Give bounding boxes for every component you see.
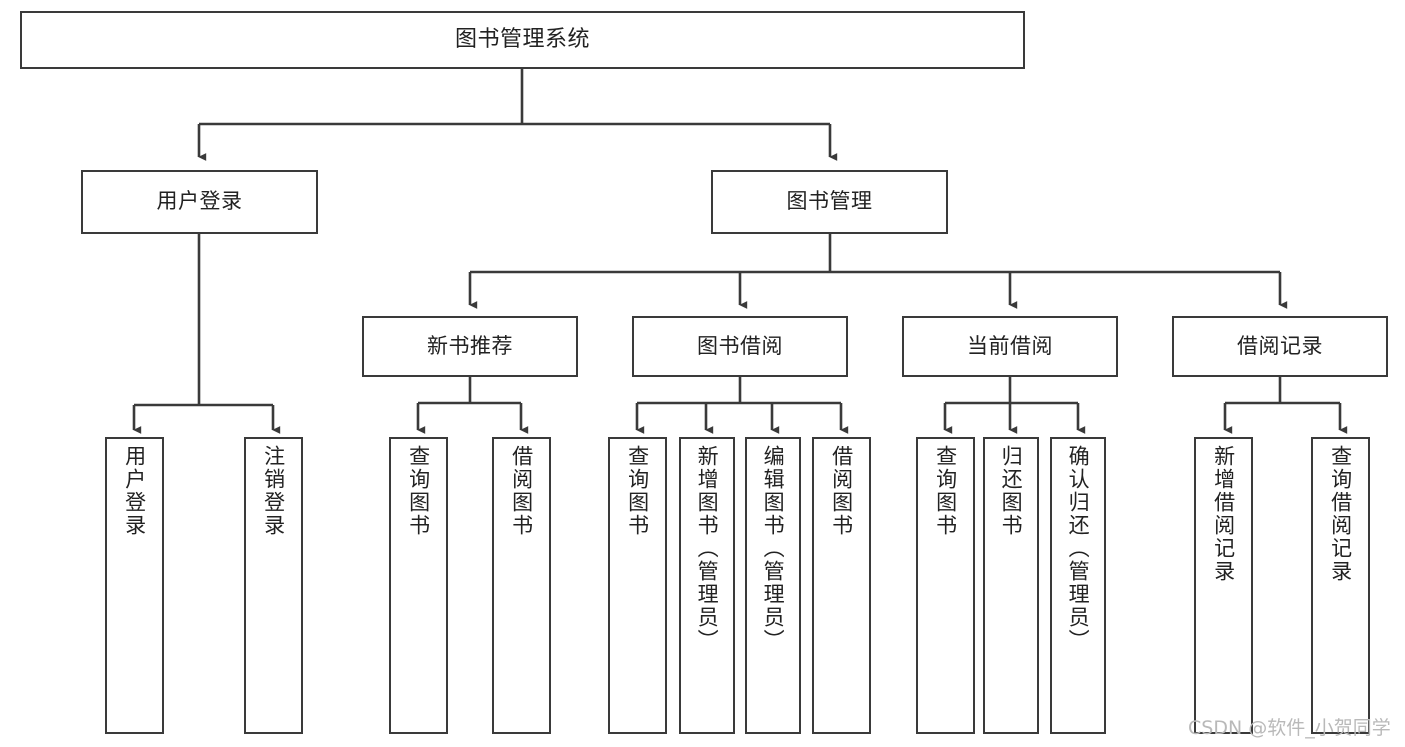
node-book-borrow[interactable]: 图书借阅	[632, 316, 848, 377]
edges-current-borrow-to-leaves	[943, 377, 1086, 434]
node-label: 用户登录	[122, 445, 147, 537]
leaf-user-login-login[interactable]: 用户登录	[105, 437, 164, 734]
leaf-new-book-borrow[interactable]: 借阅图书	[492, 437, 551, 734]
leaf-borrow-record-query[interactable]: 查询借阅记录	[1311, 437, 1370, 734]
node-label: 图书借阅	[697, 333, 783, 358]
node-label: 确认归还（管理员）	[1066, 445, 1091, 652]
node-user-login[interactable]: 用户登录	[81, 170, 318, 234]
node-label: 当前借阅	[967, 333, 1053, 358]
leaf-current-borrow-query[interactable]: 查询图书	[916, 437, 975, 734]
edges-book-mgmt-to-level3	[468, 234, 1288, 309]
node-book-management[interactable]: 图书管理	[711, 170, 948, 234]
node-label: 查询图书	[933, 445, 958, 537]
node-root-library-system[interactable]: 图书管理系统	[20, 11, 1025, 69]
node-label: 借阅图书	[509, 445, 534, 537]
edges-borrow-record-to-leaves	[1223, 377, 1348, 434]
edges-user-login-to-leaves	[132, 234, 281, 434]
node-label: 查询借阅记录	[1328, 445, 1353, 583]
leaf-book-borrow-add[interactable]: 新增图书（管理员）	[679, 437, 735, 734]
node-label: 归还图书	[999, 445, 1024, 537]
leaf-book-borrow-borrow[interactable]: 借阅图书	[812, 437, 871, 734]
node-label: 图书管理系统	[454, 26, 590, 52]
edges-book-borrow-to-leaves	[635, 377, 849, 434]
node-new-book-recommend[interactable]: 新书推荐	[362, 316, 578, 377]
leaf-borrow-record-add[interactable]: 新增借阅记录	[1194, 437, 1253, 734]
leaf-current-borrow-confirm[interactable]: 确认归还（管理员）	[1050, 437, 1106, 734]
edges-new-book-to-leaves	[416, 377, 529, 434]
node-label: 编辑图书（管理员）	[761, 445, 786, 652]
node-label: 注销登录	[261, 445, 286, 537]
node-label: 新增图书（管理员）	[695, 445, 720, 652]
node-borrow-record[interactable]: 借阅记录	[1172, 316, 1388, 377]
leaf-book-borrow-query[interactable]: 查询图书	[608, 437, 667, 734]
node-label: 查询图书	[625, 445, 650, 537]
watermark-text: CSDN @软件_小贺同学	[1188, 717, 1391, 739]
node-label: 查询图书	[406, 445, 431, 537]
leaf-current-borrow-return[interactable]: 归还图书	[983, 437, 1039, 734]
node-label: 新增借阅记录	[1211, 445, 1236, 583]
node-label: 新书推荐	[427, 333, 513, 358]
node-current-borrow[interactable]: 当前借阅	[902, 316, 1118, 377]
edges-root-to-level2	[197, 69, 838, 161]
node-label: 借阅图书	[829, 445, 854, 537]
node-label: 用户登录	[156, 189, 243, 214]
node-label: 图书管理	[786, 189, 873, 214]
leaf-user-login-logout[interactable]: 注销登录	[244, 437, 303, 734]
leaf-new-book-query[interactable]: 查询图书	[389, 437, 448, 734]
leaf-book-borrow-edit[interactable]: 编辑图书（管理员）	[745, 437, 801, 734]
node-label: 借阅记录	[1237, 333, 1323, 358]
